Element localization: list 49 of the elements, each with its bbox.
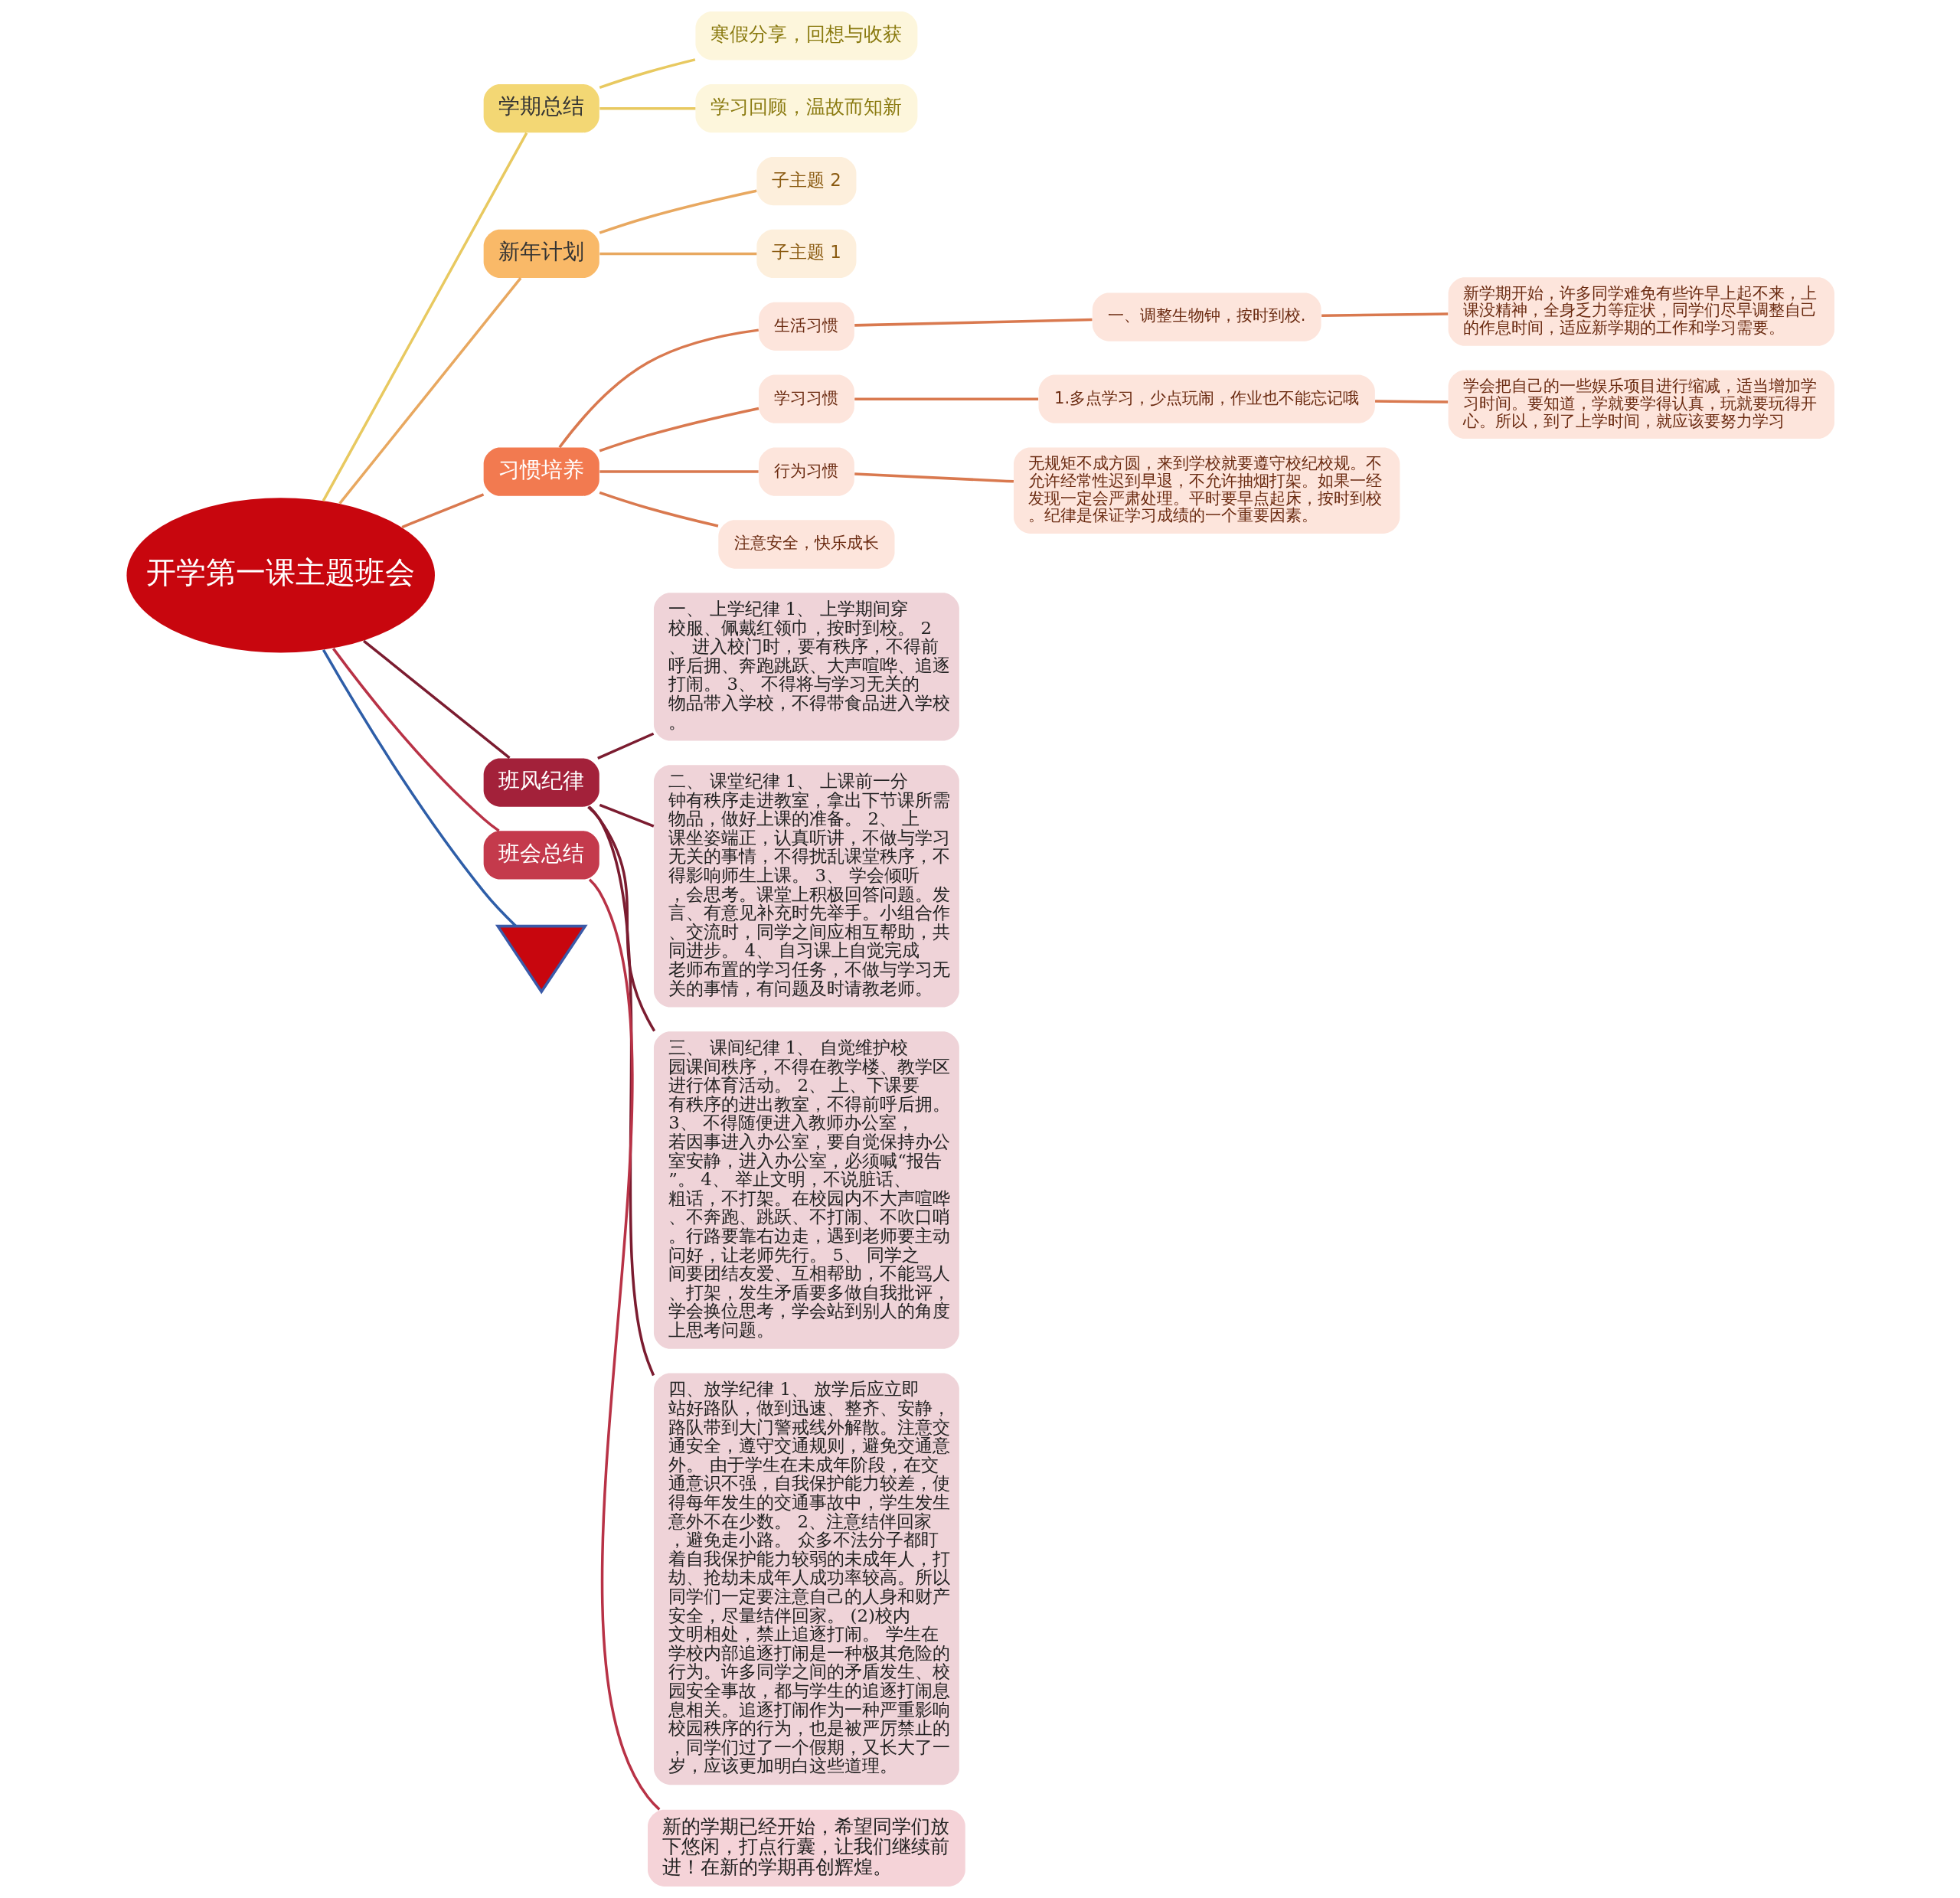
node-box: 子主题 1: [756, 229, 856, 279]
node-box: 寒假分享，回想与收获: [694, 11, 917, 60]
node-box: 1.多点学习，少点玩闹，作业也不能忘记哦: [1038, 374, 1375, 423]
connector: [596, 732, 654, 760]
connector: [854, 472, 1014, 483]
node-box: 班会总结: [483, 831, 599, 880]
connector: [599, 189, 757, 234]
connector: [599, 106, 695, 110]
connector: [400, 493, 484, 529]
node-box: 学会把自己的一些娱乐项目进行缩减，适当增加学习时间。要知道，学就要学得认真，玩就要玩得开心。所以，到了上学时间，就应该要努力学习: [1448, 370, 1834, 439]
connector: [322, 132, 528, 501]
connector: [599, 58, 695, 89]
connector: [1321, 312, 1448, 317]
node-ellipse: 开学第一课主题班会: [126, 498, 435, 653]
connector: [338, 276, 521, 505]
node-box: 学习习惯: [758, 374, 854, 423]
node-box: 子主题 2: [756, 156, 856, 206]
connector: [586, 805, 655, 1032]
node-box: 一、 上学纪律 1、 上学期间穿校服、佩戴红领巾，按时到校。 2、 进入校门时，要有秩序，不得前呼后拥、奔跑跳跃、大声喧哗、追逐打闹。 3、 不得将与学习无关的物品带入学校，不得带食品进入学校。: [653, 593, 959, 741]
connector: [557, 328, 759, 449]
node-box: 班风纪律: [483, 758, 599, 807]
node-box: 行为习惯: [758, 447, 854, 496]
node-box: 学期总结: [483, 84, 599, 133]
connector: [599, 491, 718, 528]
node-box: 三、 课间纪律 1、 自觉维护校园课间秩序，不得在教学楼、教学区进行体育活动。 2、 上、下课要有秩序的进出教室，不得前呼后拥。 3、 不得随便进入教师办公室，若因事进入办公室，要自觉保持办公室安静，进入办公室，必须喊“报告”。 4、 举止文明，不说脏话、粗话，不打架。在校园内不大声喧哗、不奔跑、跳跃、不打闹、不吹口哨。行路要靠右边走，遇到老师要主动问好，让老师先行。 5、 同学之间要团结友爱、互相帮助，不能骂人、打架，发生矛盾要多做自我批评，学会换位思考，学会站到别人的角度上思考问题。: [653, 1031, 959, 1349]
node-box: 四、放学纪律 1、 放学后应立即站好路队，做到迅速、整齐、安静，路队带到大门警戒线外解散。注意交通安全，遵守交通规则，避免交通意外。 由于学生在未成年阶段，在交通意识不强，自我保护能力较差，使得每年发生的交通事故中，学生发生意外不在少数。 2、注意结伴回家，避免走小路。 众多不法分子都盯着自我保护能力较弱的未成年人，打劫、抢劫未成年人成功率较高。所以同学们一定要注意自己的人身和财产安全，尽量结伴回家。 (2)校内文明相处，禁止追逐打闹。 学生在学校内部追逐打闹是一种极其危险的行为。许多同学之间的矛盾发生、校园安全事故，都与学生的追逐打闹息息相关。追逐打闹作为一种严重影响校园秩序的行为，也是被严厉禁止的，同学们过了一个假期，又长大了一岁，应该更加明白这些道理。: [653, 1373, 959, 1785]
connector: [599, 803, 654, 828]
connector: [332, 648, 500, 832]
node-box: 习惯培养: [483, 447, 599, 496]
connector: [362, 639, 511, 760]
node-box: 新学期开始，许多同学难免有些许早上起不来，上课没精神，全身乏力等症状，同学们尽早调整自己的作息时间，适应新学期的工作和学习需要。: [1448, 277, 1834, 346]
connector: [1374, 400, 1448, 403]
node-box: 生活习惯: [758, 302, 854, 351]
connector: [322, 649, 517, 927]
node-box: 新年计划: [483, 229, 599, 279]
connector: [588, 878, 660, 1811]
connector: [599, 407, 759, 452]
node-box: 无规矩不成方圆，来到学校就要遵守校纪校规。不允许经常性迟到早退，不允许抽烟打架。如果一经发现一定会严肃处理。平时要早点起床，按时到校。纪律是保证学习成绩的一个重要因素。: [1013, 447, 1400, 534]
node-tail: [495, 924, 588, 995]
node-box: 学习回顾，温故而知新: [694, 84, 917, 133]
connector: [854, 397, 1038, 400]
connector: [588, 805, 655, 1377]
node-box: 新的学期已经开始，希望同学们放下悠闲，打点行囊，让我们继续前进！在新的学期再创辉煌。: [647, 1809, 965, 1887]
connector: [599, 252, 756, 256]
node-box: 一、调整生物钟，按时到校.: [1092, 292, 1321, 341]
connector: [599, 470, 759, 473]
connector: [854, 318, 1092, 327]
node-box: 注意安全，快乐成长: [717, 520, 894, 569]
node-box: 二、 课堂纪律 1、 上课前一分钟有秩序走进教室，拿出下节课所需物品，做好上课的准备。 2、 上课坐姿端正，认真听讲，不做与学习无关的事情，不得扰乱课堂秩序，不得影响师生上课。 3、 学会倾听，会思考。课堂上积极回答问题。发言、有意见补充时先举手。小组合作、交流时，同学之间应相互帮助，共同进步。 4、 自习课上自觉完成老师布置的学习任务，不做与学习无关的事情，有问题及时请教老师。: [653, 765, 959, 1008]
